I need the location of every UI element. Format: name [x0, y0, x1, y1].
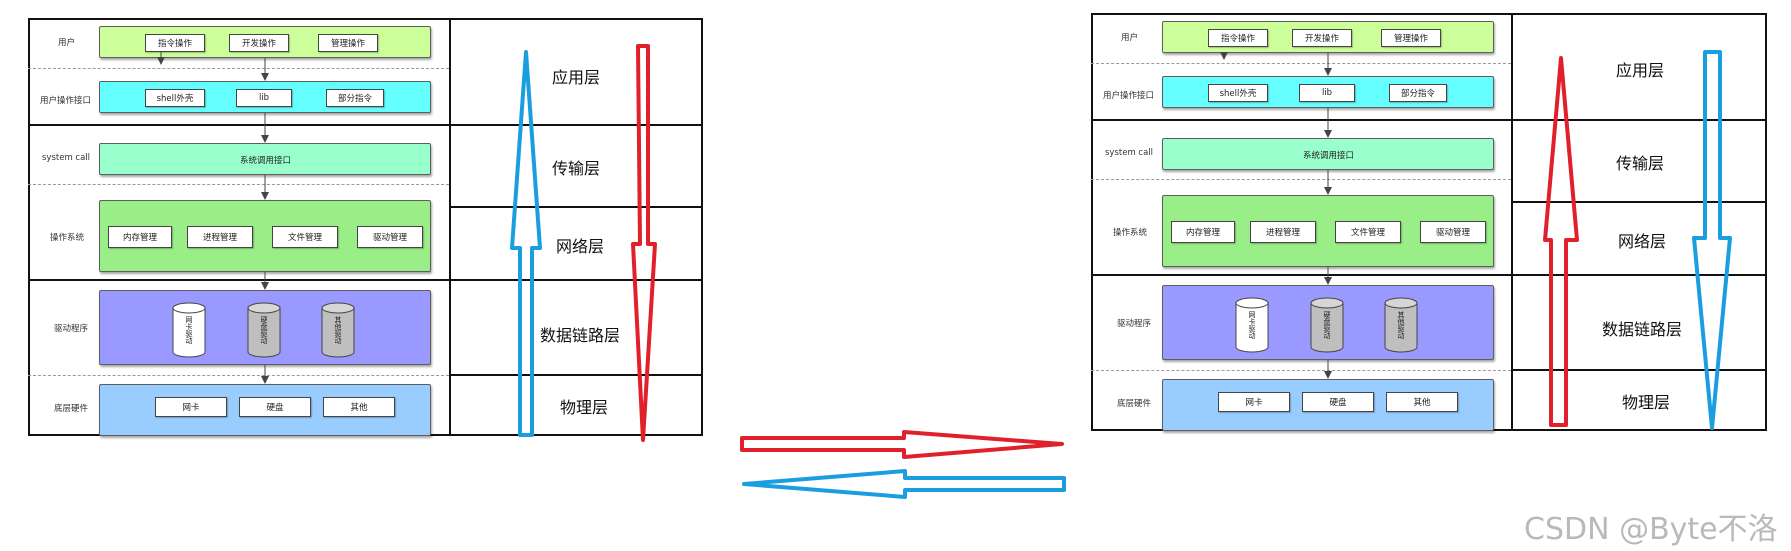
left-sep-3: [449, 206, 703, 208]
user-op-box: 开发操作: [229, 34, 289, 52]
blue-up-arrow: [510, 50, 542, 437]
ui-item-box: shell外壳: [1208, 84, 1268, 102]
layer-label: 传输层: [551, 159, 601, 178]
row-label-syscall: system call: [42, 153, 91, 163]
database-icon: [1235, 297, 1269, 353]
database-icon: [247, 302, 281, 358]
row-label-user-interface: 用户操作接口: [40, 96, 92, 106]
layer-label: 物理层: [1621, 393, 1671, 412]
user-op-box: 指令操作: [1208, 29, 1268, 47]
ui-item-box: 部分指令: [326, 89, 384, 107]
syscall-band: [99, 143, 431, 175]
left-dash-2: [28, 184, 449, 185]
ui-item-box: shell外壳: [145, 89, 205, 107]
hw-item-box: 硬盘: [1302, 392, 1374, 412]
layer-label: 应用层: [1615, 61, 1665, 80]
right-flow-connectors: [1220, 52, 1332, 379]
right-sep-4: [1511, 369, 1767, 371]
layer-label: 网络层: [1617, 232, 1667, 251]
blue-down-arrow: [1692, 50, 1732, 430]
row-label-driver: 驱动程序: [1117, 319, 1152, 329]
left-flow-connectors: [157, 52, 269, 384]
ui-item-box: lib: [1299, 84, 1355, 102]
os-item-box: 文件管理: [272, 226, 338, 248]
user-op-box: 指令操作: [145, 34, 205, 52]
row-label-driver: 驱动程序: [54, 324, 89, 334]
user-op-box: 管理操作: [1381, 29, 1441, 47]
right-sep-2: [1091, 274, 1767, 276]
driver-cylinder: 硬盘驱动: [1310, 297, 1344, 357]
driver-item-label: 其他驱动: [334, 316, 342, 344]
row-label-hardware: 底层硬件: [54, 404, 89, 414]
left-sep-2: [28, 279, 703, 281]
os-item-box: 文件管理: [1335, 221, 1401, 243]
user-op-box: 开发操作: [1292, 29, 1352, 47]
os-item-box: 内存管理: [1171, 221, 1235, 243]
row-label-hardware: 底层硬件: [1117, 399, 1152, 409]
right-sep-1: [1091, 119, 1767, 121]
syscall-label: 系统调用接口: [240, 156, 292, 166]
os-item-box: 进程管理: [187, 226, 253, 248]
os-item-box: 驱动管理: [1420, 221, 1486, 243]
row-label-user: 用户: [58, 38, 76, 48]
os-item-box: 进程管理: [1250, 221, 1316, 243]
hw-item-box: 其他: [323, 397, 395, 417]
right-sep-3: [1511, 201, 1767, 203]
layer-label: 数据链路层: [539, 326, 621, 345]
driver-item-label: 硬盘驱动: [260, 316, 268, 344]
driver-item-label: 硬盘驱动: [1323, 311, 1331, 339]
hw-item-box: 网卡: [1218, 392, 1290, 412]
layer-label: 物理层: [559, 398, 609, 417]
hw-item-box: 网卡: [155, 397, 227, 417]
row-label-syscall: system call: [1105, 148, 1154, 158]
row-label-os: 操作系统: [50, 233, 85, 243]
driver-cylinder: 网卡驱动: [172, 302, 206, 362]
syscall-label: 系统调用接口: [1303, 151, 1355, 161]
left-dash-1: [28, 68, 449, 69]
hw-item-box: 其他: [1386, 392, 1458, 412]
layer-label: 应用层: [551, 68, 601, 87]
driver-cylinder: 其他驱动: [321, 302, 355, 362]
layer-label: 传输层: [1615, 154, 1665, 173]
syscall-band: [1162, 138, 1494, 170]
left-sep-4: [449, 374, 703, 376]
ui-item-box: 部分指令: [1389, 84, 1447, 102]
driver-cylinder: 其他驱动: [1384, 297, 1418, 357]
right-column-divider: [1511, 13, 1513, 431]
database-icon: [321, 302, 355, 358]
right-dash-3: [1091, 370, 1511, 371]
row-label-user: 用户: [1121, 33, 1139, 43]
red-up-arrow: [1543, 56, 1579, 427]
blue-left-arrow: [742, 469, 1066, 499]
left-column-divider: [449, 18, 451, 436]
driver-cylinder: 网卡驱动: [1235, 297, 1269, 357]
watermark: CSDN @Byte不洛: [1524, 512, 1778, 547]
driver-item-label: 网卡驱动: [185, 316, 193, 344]
driver-item-label: 其他驱动: [1397, 311, 1405, 339]
database-icon: [1310, 297, 1344, 353]
row-label-os: 操作系统: [1113, 228, 1148, 238]
left-dash-3: [28, 375, 449, 376]
os-item-box: 驱动管理: [357, 226, 423, 248]
layer-label: 数据链路层: [1601, 320, 1683, 339]
red-right-arrow: [740, 430, 1064, 459]
layer-label: 网络层: [555, 237, 605, 256]
os-item-box: 内存管理: [108, 226, 172, 248]
red-down-arrow: [631, 44, 657, 442]
database-icon: [172, 302, 206, 358]
right-dash-1: [1091, 63, 1511, 64]
ui-item-box: lib: [236, 89, 292, 107]
row-label-user-interface: 用户操作接口: [1103, 91, 1155, 101]
left-sep-1: [28, 124, 703, 126]
user-op-box: 管理操作: [318, 34, 378, 52]
database-icon: [1384, 297, 1418, 353]
right-dash-2: [1091, 179, 1511, 180]
driver-cylinder: 硬盘驱动: [247, 302, 281, 362]
driver-item-label: 网卡驱动: [1248, 311, 1256, 339]
hw-item-box: 硬盘: [239, 397, 311, 417]
